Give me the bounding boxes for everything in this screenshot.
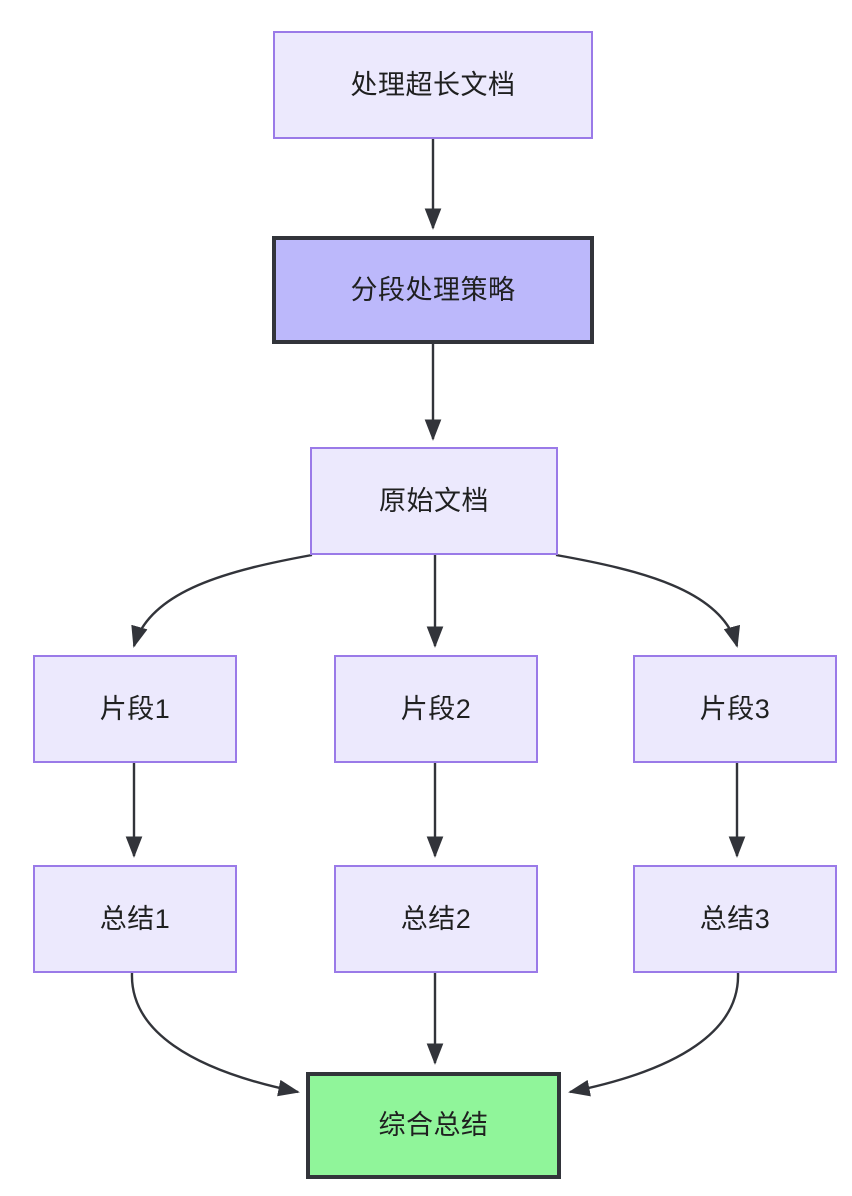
- node-chunking-strategy[interactable]: 分段处理策略: [272, 236, 594, 344]
- edge-source-to-frag3: [555, 553, 740, 648]
- edge-sum3-to-final: [568, 972, 740, 1097]
- node-fragment-2[interactable]: 片段2: [334, 655, 538, 763]
- edge-sum1-to-final: [130, 972, 300, 1097]
- node-comprehensive-summary[interactable]: 综合总结: [306, 1072, 561, 1179]
- node-fragment-3[interactable]: 片段3: [633, 655, 837, 763]
- node-source-document[interactable]: 原始文档: [310, 447, 558, 555]
- node-summary-3[interactable]: 总结3: [633, 865, 837, 973]
- node-fragment-1[interactable]: 片段1: [33, 655, 237, 763]
- node-summary-2[interactable]: 总结2: [334, 865, 538, 973]
- edge-source-to-frag1: [131, 553, 313, 648]
- node-process-long-document[interactable]: 处理超长文档: [273, 31, 593, 139]
- node-summary-1[interactable]: 总结1: [33, 865, 237, 973]
